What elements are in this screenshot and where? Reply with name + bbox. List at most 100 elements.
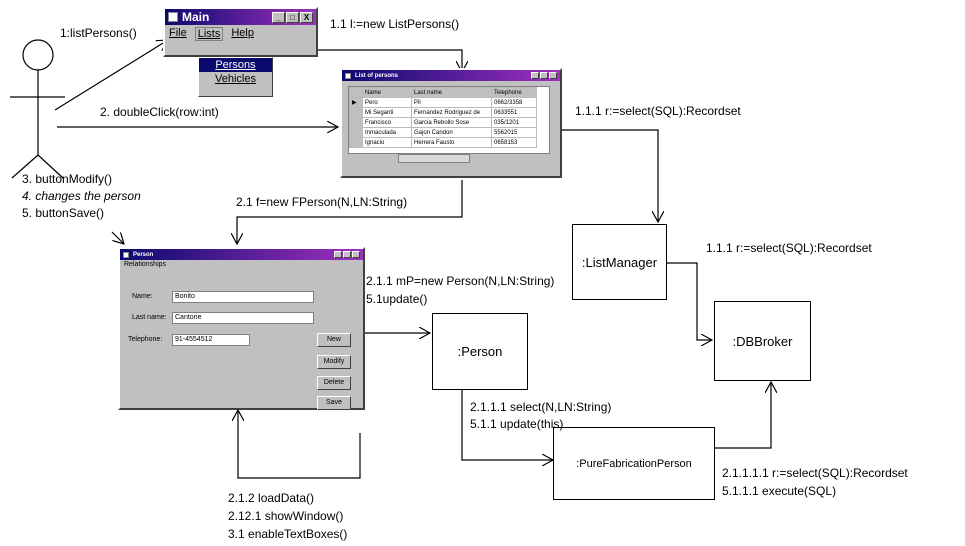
- msg-1-1-line: [318, 49, 462, 72]
- msg-1-1-1b-label: 1.1.1 r:=select(SQL):Recordset: [706, 241, 872, 255]
- person-minimize-button[interactable]: [334, 251, 342, 258]
- name-label: Name:: [132, 293, 153, 300]
- msg-1-1-1b-line: [667, 262, 712, 340]
- msg-1-1-1a-label: 1.1.1 r:=select(SQL):Recordset: [575, 104, 741, 118]
- msg-5-1-label: 5.1update(): [366, 292, 428, 306]
- msg-1-line: [54, 40, 168, 111]
- msg-1-1-1-line: [561, 129, 658, 222]
- maximize-button[interactable]: □: [286, 11, 299, 23]
- list-window: List of persons Name Last name Telephone…: [340, 68, 562, 178]
- msg-2-1-1-1-1-line: [715, 382, 771, 449]
- person-app-icon: [123, 251, 129, 258]
- msg-2-12-1-label: 2.12.1 showWindow(): [228, 509, 344, 523]
- menu-help[interactable]: Help: [231, 27, 254, 39]
- msg-5-1-1-label: 5.1.1 update(this): [470, 417, 564, 431]
- msg-5-1-1-1-label: 5.1.1.1 execute(SQL): [722, 484, 837, 498]
- modify-button[interactable]: Modify: [317, 355, 351, 369]
- person-close-button[interactable]: [352, 251, 360, 258]
- actor-right-leg: [37, 154, 64, 179]
- menu-file[interactable]: File: [169, 27, 187, 39]
- cell: Gajon Candon: [411, 127, 492, 138]
- row-selector: [349, 127, 363, 138]
- save-button[interactable]: Save: [317, 396, 351, 410]
- msg-3-label: 3. buttonModify(): [22, 172, 113, 186]
- grid-header-row: Name Last name Telephone: [349, 87, 537, 98]
- minimize-button[interactable]: _: [272, 11, 285, 23]
- menu-item-vehicles[interactable]: Vehicles: [215, 73, 256, 85]
- msg-5-label: 5. buttonSave(): [22, 206, 105, 220]
- cell: 035/1201: [491, 117, 537, 128]
- last-name-label: Last name:: [132, 314, 167, 321]
- msg-3-1-label: 3.1 enableTextBoxes(): [228, 527, 348, 541]
- msg-2-1-1-label: 2.1.1 mP=new Person(N,LN:String): [366, 274, 555, 288]
- delete-button[interactable]: Delete: [317, 376, 351, 390]
- cell: Francisco: [362, 117, 412, 128]
- msg-1-1-label: 1.1 l:=new ListPersons(): [330, 17, 460, 31]
- msg-1-label: 1:listPersons(): [60, 26, 137, 40]
- actor-left-leg: [11, 154, 39, 179]
- list-minimize-button[interactable]: [531, 72, 539, 79]
- lists-dropdown: Persons Vehicles: [198, 57, 273, 97]
- msg-4-label: 4. changes the person: [22, 189, 141, 203]
- person-title: Person: [133, 251, 154, 258]
- cell: 0662/3358: [491, 97, 537, 108]
- msg-3-line: [111, 231, 124, 244]
- menu-lists[interactable]: Lists: [194, 27, 224, 41]
- list-title: List of persons: [355, 72, 399, 79]
- cell: Inmaculada: [362, 127, 412, 138]
- main-window: Main _ □ X File Lists Help: [163, 7, 318, 57]
- row-selector: [349, 107, 363, 118]
- db-broker-label: :DBBroker: [732, 333, 793, 349]
- col-telephone[interactable]: Telephone: [491, 87, 537, 98]
- msg-2-1-2-line: [238, 410, 361, 479]
- person-window: Person Relationships Name: Bonito Last n…: [118, 247, 365, 410]
- col-name[interactable]: Name: [362, 87, 412, 98]
- list-maximize-button[interactable]: [540, 72, 548, 79]
- close-button[interactable]: X: [300, 11, 313, 23]
- cell: Garcia Rebollo Sose: [411, 117, 492, 128]
- name-field[interactable]: Bonito: [172, 291, 314, 303]
- list-close-button[interactable]: [549, 72, 557, 79]
- cell: Pil: [411, 97, 492, 108]
- cell: Herrera Fausto: [411, 137, 492, 148]
- person-object-label: :Person: [457, 344, 503, 359]
- msg-2-1-1-1-label: 2.1.1.1 select(N,LN:String): [470, 400, 612, 414]
- msg-2-label: 2. doubleClick(row:int): [100, 105, 219, 119]
- row-selector-header: [349, 87, 363, 98]
- pure-fabrication-label: :PureFabricationPerson: [576, 457, 692, 470]
- actor-head: [22, 39, 54, 71]
- msg-2-1-1-1-1-label: 2.1.1.1.1 r:=select(SQL):Recordset: [722, 466, 908, 480]
- person-titlebar: Person: [120, 249, 363, 260]
- telephone-field[interactable]: 91-4554512: [172, 334, 250, 346]
- main-title: Main: [182, 10, 210, 24]
- person-maximize-button[interactable]: [343, 251, 351, 258]
- cell: Pero: [362, 97, 412, 108]
- cell: 0658153: [491, 137, 537, 148]
- app-icon: [168, 12, 178, 22]
- cell: 5562015: [491, 127, 537, 138]
- menu-item-persons[interactable]: Persons: [199, 58, 272, 72]
- person-menu-relationships[interactable]: Relationships: [124, 261, 167, 268]
- pure-fabrication-object: :PureFabricationPerson: [553, 427, 715, 500]
- list-manager-object: :ListManager: [572, 224, 667, 300]
- list-app-icon: [345, 72, 351, 79]
- new-button[interactable]: New: [317, 333, 351, 347]
- col-last-name[interactable]: Last name: [411, 87, 492, 98]
- row-selector-icon: ▶: [349, 97, 363, 108]
- last-name-field[interactable]: Cantorie: [172, 312, 314, 324]
- msg-2-1-1-1-line: [461, 390, 553, 460]
- horizontal-scrollbar[interactable]: [398, 154, 470, 163]
- main-menubar: File Lists Help: [165, 25, 316, 43]
- list-titlebar: List of persons: [342, 70, 560, 81]
- cell: Ignacio: [362, 137, 412, 148]
- row-selector: [349, 117, 363, 128]
- db-broker-object: :DBBroker: [714, 301, 811, 381]
